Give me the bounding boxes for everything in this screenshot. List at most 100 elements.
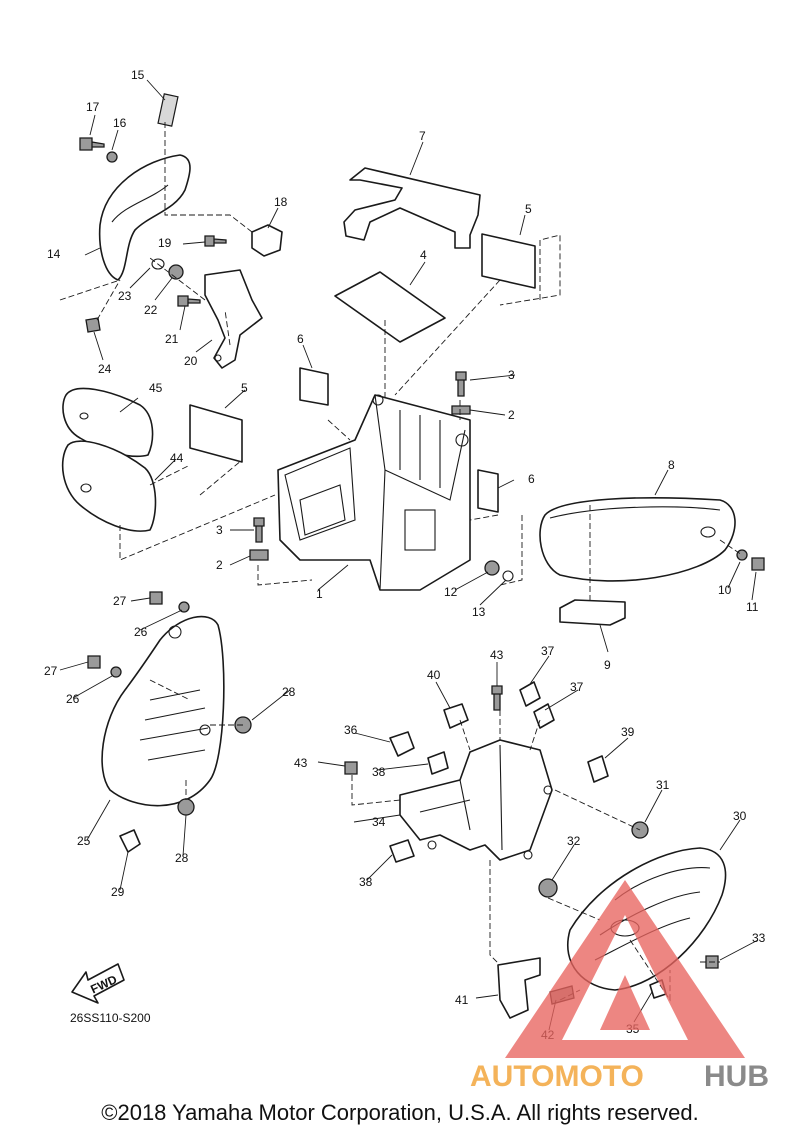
grommet-part-28-bottom	[177, 798, 195, 816]
part-number: 6	[528, 472, 535, 486]
part-number: 31	[656, 778, 670, 792]
part-number: 15	[131, 68, 145, 82]
part-number: 26	[134, 625, 148, 639]
part-number: 30	[733, 809, 747, 823]
nut-part-26-top	[178, 601, 190, 613]
collar-part-2-left	[249, 549, 269, 561]
cover-part-44	[61, 440, 157, 532]
cover-part-45	[62, 387, 154, 458]
part-number: 45	[149, 381, 163, 395]
clip-part-29	[119, 829, 141, 853]
part-number: 40	[427, 668, 441, 682]
bracket-part-20	[204, 269, 263, 369]
part-number: 12	[444, 585, 458, 599]
nut-part-16	[106, 151, 118, 163]
fwd-arrow-icon: FWD	[71, 963, 125, 1004]
clamp-part-40	[443, 703, 469, 729]
fwd-label: FWD	[88, 972, 119, 996]
side-cover-part-8	[539, 497, 736, 582]
part-number: 10	[718, 583, 732, 597]
part-number: 21	[165, 332, 179, 346]
nut-part-26-left	[110, 666, 122, 678]
bolt-part-17	[79, 137, 105, 151]
leader-lines	[59, 79, 759, 1031]
part-number: 38	[372, 765, 386, 779]
part-number: 3	[216, 523, 223, 537]
part-number: 36	[344, 723, 358, 737]
pad-part-4	[334, 271, 446, 343]
part-number: 2	[508, 408, 515, 422]
part-number: 19	[158, 236, 172, 250]
part-number: 5	[241, 381, 248, 395]
pad-part-5-left	[189, 404, 243, 463]
clamp-part-37-upper	[519, 681, 541, 707]
bolt-part-43-left	[344, 761, 358, 775]
nut-part-10	[736, 549, 748, 561]
part-number: 28	[175, 851, 189, 865]
automotohub-watermark: AUTOMOTO HUB	[470, 880, 769, 1093]
clamp-part-38-lower	[389, 839, 415, 863]
grommet-part-22	[168, 264, 184, 280]
part-number: 5	[525, 202, 532, 216]
grommet-part-12	[484, 560, 500, 576]
washer-part-13	[502, 570, 514, 582]
grommet-part-32	[538, 878, 558, 898]
part-number: 34	[372, 815, 386, 829]
part-number: 3	[508, 368, 515, 382]
part-number: 29	[111, 885, 125, 899]
part-number: 14	[47, 247, 61, 261]
part-number: 7	[419, 129, 426, 143]
clamp-part-37-lower	[533, 703, 555, 729]
cover-part-14-inner	[111, 184, 169, 223]
watermark-brand-part1: AUTOMOTO	[470, 1060, 644, 1093]
washer-part-23	[151, 258, 165, 270]
pad-part-6-right	[477, 469, 499, 513]
part-number: 11	[746, 600, 759, 614]
bolt-part-27-left	[87, 655, 101, 669]
part-number: 39	[621, 725, 635, 739]
bracket-part-20-hole	[214, 354, 222, 362]
pad-part-6-left	[299, 367, 329, 406]
part-number: 24	[98, 362, 112, 376]
part-number: 37	[570, 680, 584, 694]
watermark-brand-part2: HUB	[704, 1060, 769, 1093]
cover-part-25	[101, 615, 225, 807]
label-part-15	[157, 93, 179, 127]
part-number: 43	[490, 648, 504, 662]
part-number: 41	[455, 993, 469, 1007]
pad-part-5-top	[481, 233, 536, 289]
bolt-part-3-left	[253, 517, 265, 543]
part-number: 25	[77, 834, 91, 848]
clamp-part-38-upper	[427, 751, 449, 775]
part-number: 26	[66, 692, 80, 706]
part-number: 23	[118, 289, 132, 303]
part-number: 2	[216, 558, 223, 572]
part-number: 32	[567, 834, 581, 848]
bolt-part-21	[177, 295, 201, 307]
battery-box-part-1	[277, 394, 471, 591]
pad-part-9	[559, 599, 626, 626]
part-number: 44	[170, 451, 184, 465]
part-number: 43	[294, 756, 308, 770]
clip-part-24	[85, 317, 101, 333]
clamp-part-39	[587, 755, 609, 783]
part-number: 4	[420, 248, 427, 262]
part-number: 37	[541, 644, 555, 658]
cover-part-45-hole	[79, 412, 89, 420]
part-number: 17	[86, 100, 100, 114]
bracket-part-34	[399, 739, 553, 861]
collar-part-2-top	[451, 405, 471, 415]
bolt-part-27-top	[149, 591, 163, 605]
bolt-part-43-upper	[491, 685, 503, 711]
part-number: 18	[274, 195, 288, 209]
part-number: 1	[316, 587, 323, 601]
part-number: 22	[144, 303, 158, 317]
part-number: 6	[297, 332, 304, 346]
cover-part-14	[98, 154, 191, 281]
part-number: 27	[113, 594, 127, 608]
figure-code: 26SS110-S200	[70, 1011, 151, 1025]
part-number: 16	[113, 116, 127, 130]
part-number: 20	[184, 354, 198, 368]
part-number: 13	[472, 605, 486, 619]
